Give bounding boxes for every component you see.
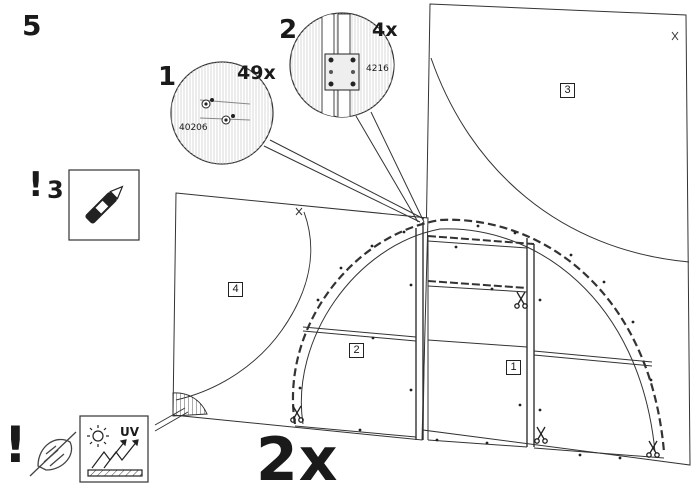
tool-warning-mark: ! <box>28 165 44 205</box>
scissors-icons <box>290 291 660 458</box>
quantity-multiplier: 2x <box>256 425 339 495</box>
no-cleaning-agent-icon <box>29 431 77 477</box>
panel-label-4: 4 <box>228 282 243 297</box>
film-corner-detail <box>154 392 208 432</box>
sheet-4 <box>172 192 429 441</box>
callout-2-quantity: 4x <box>372 19 398 41</box>
tool-warning-number: 3 <box>47 176 64 204</box>
panel-label-2: 2 <box>349 343 364 358</box>
panel-label-3: 3 <box>560 83 575 98</box>
callout-2-number: 2 <box>279 15 298 45</box>
callout-2-detail <box>289 12 395 118</box>
callout-1-detail <box>170 61 274 165</box>
end-wall-frame <box>291 218 666 459</box>
callout-leaders <box>263 111 425 223</box>
sun-uv-icon <box>79 415 149 483</box>
callout-1-part-code: 40206 <box>179 123 208 133</box>
step-number: 5 <box>22 9 42 42</box>
sheet-3 <box>422 3 691 466</box>
utility-knife-icon <box>68 169 140 241</box>
panel-label-1: 1 <box>506 360 521 375</box>
callout-1-number: 1 <box>158 62 177 92</box>
uv-warning-mark: ! <box>4 416 27 474</box>
callout-2-part-code: 4216 <box>366 64 389 74</box>
callout-1-quantity: 49x <box>237 62 276 84</box>
uv-label: UV <box>120 425 140 439</box>
screw-points <box>298 224 653 460</box>
